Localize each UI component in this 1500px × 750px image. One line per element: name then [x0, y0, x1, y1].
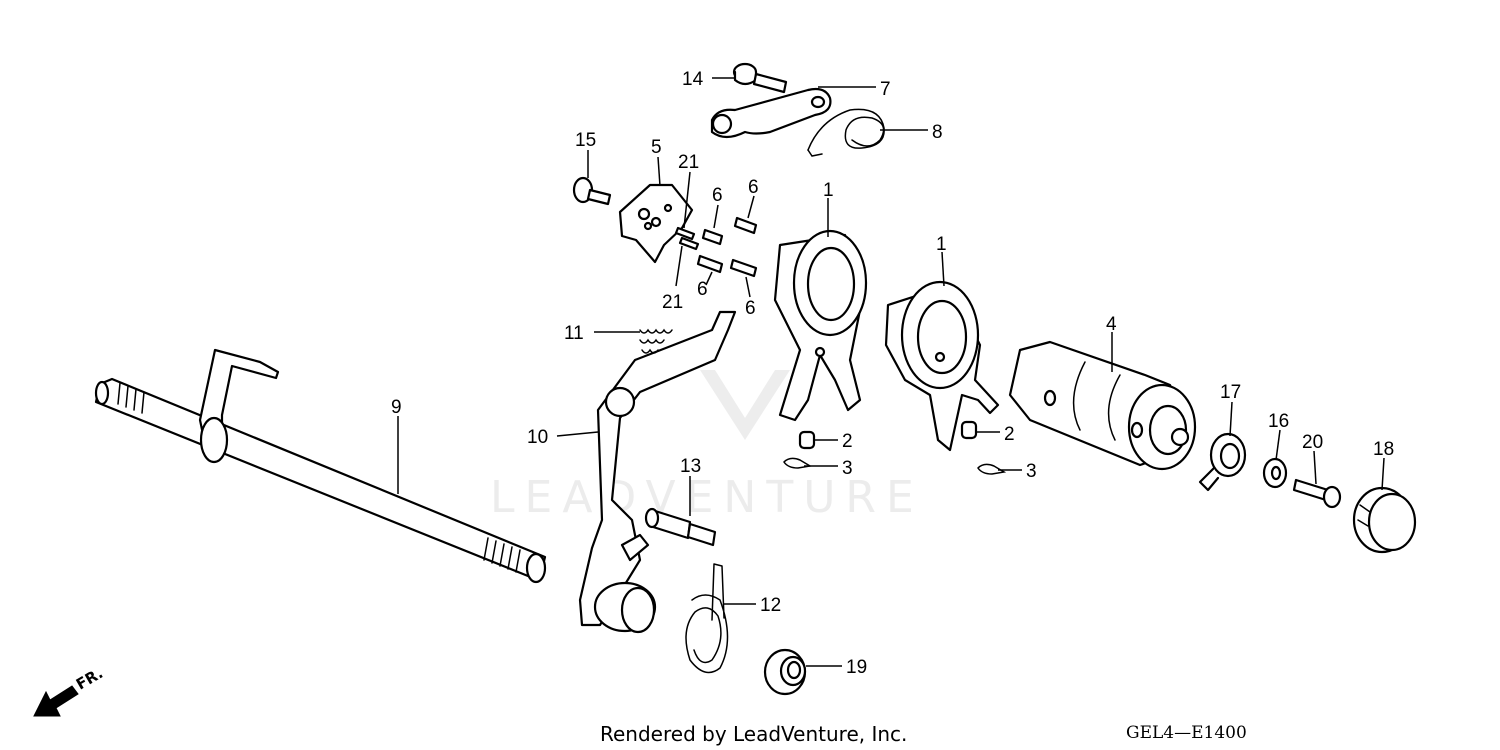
callout-13: 13: [680, 456, 701, 477]
callout-4: 4: [1106, 314, 1117, 335]
direction-arrow-icon: [33, 685, 79, 717]
part-4-shift-drum[interactable]: [1008, 340, 1197, 471]
callout-8: 8: [932, 122, 943, 143]
part-15-bolt[interactable]: [572, 176, 612, 206]
callout-20: 20: [1302, 432, 1323, 453]
callout-15: 15: [575, 130, 596, 151]
part-5-plate[interactable]: [618, 183, 694, 264]
part-1-shift-fork-left[interactable]: [773, 229, 868, 422]
callout-6-a: 6: [712, 185, 723, 206]
watermark: LEADVENTURE: [490, 370, 924, 523]
callout-16: 16: [1268, 411, 1289, 432]
callout-2-left: 2: [842, 431, 853, 452]
callout-1-right: 1: [936, 234, 947, 255]
direction-label: FR.: [73, 664, 106, 693]
callout-10: 10: [527, 427, 548, 448]
callout-5: 5: [651, 137, 662, 158]
footer-credit: Rendered by LeadVenture, Inc.: [600, 722, 907, 746]
part-1-shift-fork-right[interactable]: [884, 280, 1000, 452]
part-13-pin-bolt[interactable]: [644, 507, 717, 547]
front-direction-indicator: FR.: [33, 664, 106, 717]
part-6-pins[interactable]: [696, 216, 758, 278]
callout-6-b: 6: [748, 177, 759, 198]
callout-1-left: 1: [823, 180, 834, 201]
part-12-return-spring[interactable]: [685, 563, 729, 674]
callout-21-lower: 21: [662, 292, 683, 313]
callout-3-right: 3: [1026, 461, 1037, 482]
callout-14: 14: [682, 69, 704, 90]
part-7-stopper-arm[interactable]: [710, 87, 832, 139]
part-18-cap[interactable]: [1352, 486, 1417, 554]
callout-17: 17: [1220, 382, 1241, 403]
part-11-spring[interactable]: [639, 328, 673, 354]
callout-9: 9: [391, 397, 402, 418]
callout-7: 7: [880, 79, 891, 100]
part-19-oil-seal[interactable]: [763, 648, 807, 696]
leader-lines: [397, 77, 1385, 667]
part-9-shift-shaft[interactable]: [94, 348, 547, 584]
watermark-text: LEADVENTURE: [490, 472, 924, 523]
callout-12: 12: [760, 595, 781, 616]
part-21-pins[interactable]: [674, 226, 700, 251]
callout-6-c: 6: [697, 279, 708, 300]
part-8-torsion-spring[interactable]: [807, 108, 885, 157]
callout-2-right: 2: [1004, 424, 1015, 445]
callout-3-left: 3: [842, 458, 853, 479]
part-16-washer[interactable]: [1262, 457, 1288, 489]
part-14-bolt[interactable]: [732, 62, 788, 94]
callout-19: 19: [846, 657, 867, 678]
part-17-plate[interactable]: [1198, 432, 1247, 492]
part-20-bolt[interactable]: [1292, 478, 1342, 509]
callout-11: 11: [564, 323, 584, 344]
part-10-shift-arm[interactable]: [578, 310, 737, 634]
callout-21-upper: 21: [678, 152, 699, 173]
callout-18: 18: [1373, 439, 1394, 460]
callout-6-d: 6: [745, 298, 756, 319]
diagram-code: GEL4—E1400: [1126, 723, 1247, 743]
callouts: 14 7 8 15 5 21 21 6 6 6 6 1 1 4 11 9 10 …: [391, 69, 1394, 678]
